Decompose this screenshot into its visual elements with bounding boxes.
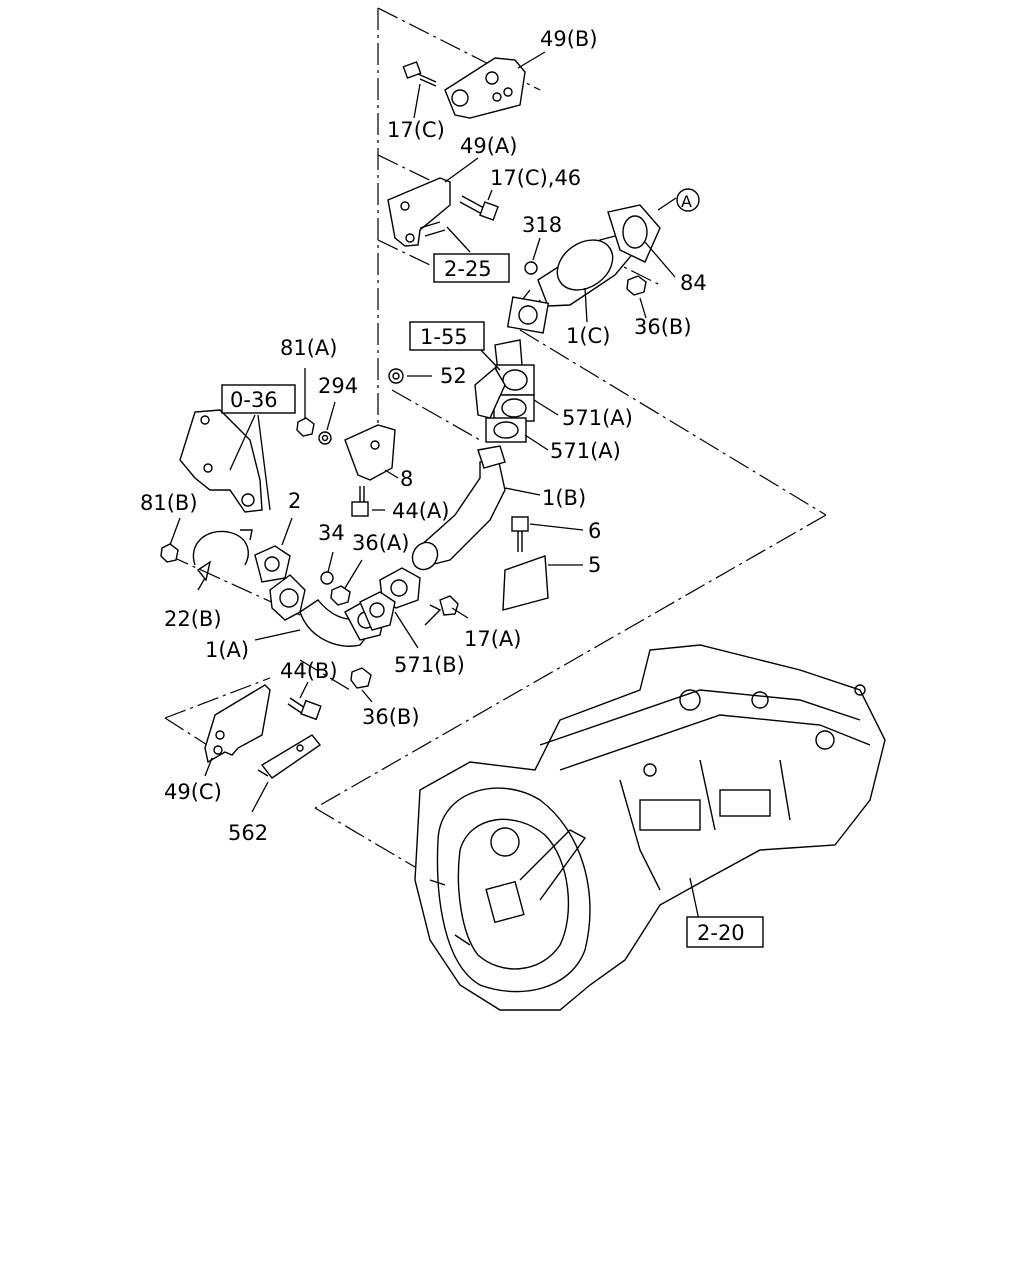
label-81b: 81(B) [140, 491, 198, 515]
leader-lines [169, 51, 701, 926]
bolt-44b [287, 697, 322, 721]
washer-34 [320, 571, 334, 585]
pipe-1b [411, 445, 506, 571]
label-36b-bottom: 36(B) [362, 705, 420, 729]
label-294: 294 [318, 374, 358, 398]
label-1-55: 1-55 [420, 325, 468, 349]
plate-5 [502, 555, 549, 611]
label-36b-top: 36(B) [634, 315, 692, 339]
nut-36a [330, 585, 351, 606]
label-2-25: 2-25 [444, 257, 492, 281]
label-36a: 36(A) [352, 531, 409, 555]
label-34: 34 [318, 521, 345, 545]
nut-36b-bottom [350, 667, 372, 689]
nut-81a [296, 417, 315, 437]
label-49c: 49(C) [164, 780, 222, 804]
callout-labels: 49(B) 17(C) 49(A) 17(C),46 2-25 318 A 84… [140, 27, 764, 948]
bolt-44a [351, 486, 369, 517]
label-2: 2 [288, 489, 301, 513]
label-49b: 49(B) [540, 27, 598, 51]
label-571a-2: 571(A) [550, 439, 621, 463]
label-1c: 1(C) [566, 324, 610, 348]
label-8: 8 [400, 467, 413, 491]
manifold-0-36 [179, 409, 263, 513]
label-571a-1: 571(A) [562, 406, 633, 430]
bracket-49a [387, 177, 451, 247]
bracket-8 [344, 424, 396, 481]
gasket-2 [254, 545, 291, 583]
label-1b: 1(B) [542, 486, 586, 510]
label-571b: 571(B) [394, 653, 465, 677]
flange-84 [607, 204, 661, 263]
label-52: 52 [440, 364, 467, 388]
gasket-571b [359, 567, 421, 631]
nut-52 [388, 368, 404, 384]
nut-318 [524, 261, 538, 275]
label-0-36: 0-36 [230, 388, 278, 412]
circle-ref-a [676, 188, 700, 212]
label-22b: 22(B) [164, 607, 222, 631]
nut-81b [160, 543, 179, 563]
label-17a: 17(A) [464, 627, 521, 651]
label-84: 84 [680, 271, 707, 295]
pipe-1c [506, 231, 641, 334]
nut-36b-top [626, 275, 647, 296]
bracket-49c [204, 684, 271, 764]
transmission-housing [414, 644, 886, 1011]
flange-assembly-571a [474, 339, 535, 443]
label-562: 562 [228, 821, 268, 845]
label-17c-46: 17(C),46 [490, 166, 581, 190]
bolt-6 [511, 516, 529, 552]
label-a: A [681, 192, 692, 211]
bolt-17c-46 [459, 195, 499, 221]
ref-box-2-25 [433, 253, 510, 283]
label-49a: 49(A) [460, 134, 517, 158]
label-44a: 44(A) [392, 499, 449, 523]
label-318: 318 [522, 213, 562, 237]
ref-box-2-20 [686, 916, 764, 948]
bracket-49b [444, 57, 526, 119]
label-1a: 1(A) [205, 638, 249, 662]
ref-box-1-55 [409, 321, 485, 351]
label-17c-top: 17(C) [387, 118, 445, 142]
label-6: 6 [588, 519, 601, 543]
ref-box-0-36 [221, 384, 296, 414]
plate-562 [257, 734, 322, 779]
bolt-17c-top [402, 61, 437, 87]
label-2-20: 2-20 [697, 921, 745, 945]
assembly-lines [164, 7, 827, 871]
label-5: 5 [588, 553, 601, 577]
label-44b: 44(B) [280, 659, 338, 683]
bolt-17a [424, 595, 459, 626]
washer-294 [318, 431, 332, 445]
clamp-22b [192, 529, 253, 582]
label-81a: 81(A) [280, 336, 337, 360]
